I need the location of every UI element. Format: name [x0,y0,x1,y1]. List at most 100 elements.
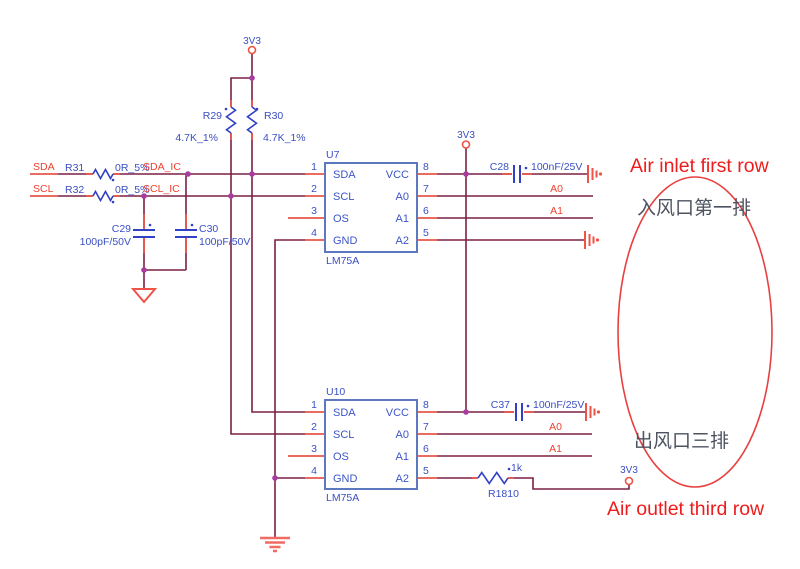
capacitor-ref: C28 [490,161,509,173]
pin-number-3: 3 [311,205,317,217]
net-label-a1-u7: A1 [550,205,563,217]
pin-name-scl: SCL [333,429,354,441]
power-3v3-bottom: 3V3 [620,465,638,486]
net-label-a0-u10: A0 [549,421,562,433]
ground-bars [587,165,598,183]
ground-dot [598,172,603,176]
annotations: Air inlet first row 入风口第一排 出风口三排 Air out… [607,155,773,520]
pin-number-8: 8 [423,399,429,411]
pin-stubs [30,100,534,479]
resistor-ref: R32 [65,184,84,196]
power-label: 3V3 [457,130,475,141]
resistor-value: 0R_5% [115,162,149,174]
capacitor-symbol [513,165,521,183]
pin-number-4: 4 [311,465,317,477]
net-label-a0-u7: A0 [550,183,563,195]
junction-dot [463,171,469,177]
pin-name-a2: A2 [396,235,409,247]
chip-u7: U7 LM75A 1 2 3 4 SDA SCL OS GND 8 7 6 5 … [311,149,429,267]
resistor-symbol [225,106,237,134]
pin-name-os: OS [333,451,349,463]
ground-triangle [130,288,158,304]
resistor-ref: R1810 [488,488,519,500]
ground-right-u7-a2 [584,231,600,249]
power-label: 3V3 [243,36,261,47]
pin-name-vcc: VCC [386,407,409,419]
pin-number-8: 8 [423,161,429,173]
pin-number-4: 4 [311,227,317,239]
pin1-dot [148,223,152,227]
pin-number-7: 7 [423,183,429,195]
capacitor-ref: C37 [491,399,510,411]
pin-number-7: 7 [423,421,429,433]
resistor-value: 4.7K_1% [175,132,218,144]
resistor-symbol [92,189,114,203]
pin1-dot [524,166,528,170]
chip-part: LM75A [326,255,359,267]
net-label-sda-ic: SDA_IC [143,161,181,173]
resistor-r31: R31 0R_5% [65,162,149,182]
net-label-scl: SCL [33,183,54,195]
capacitor-ref: C29 [112,223,131,235]
ground-bars [584,231,595,249]
pin1-dot [526,404,530,408]
annotation-air-outlet-zh: 出风口三排 [634,430,729,452]
capacitor-ref: C30 [199,223,218,235]
resistor-r30: R30 4.7K_1% [246,106,306,144]
power-3v3-mid: 3V3 [457,130,475,149]
pin1-dot [224,107,228,111]
ground-bars [585,403,596,421]
pin-number-6: 6 [423,443,429,455]
pin-number-1: 1 [311,399,317,411]
wire-r30-sda-column [251,53,305,413]
pin-name-scl: SCL [333,191,354,203]
resistor-ref: R29 [203,110,222,122]
pin-number-3: 3 [311,443,317,455]
resistor-value: 4.7K_1% [263,132,306,144]
wire-gnd-column [274,239,305,538]
pin-name-a0: A0 [396,191,409,203]
ground-dot [596,410,601,414]
power-circle [247,45,257,55]
chip-ref: U7 [326,149,340,161]
pin1-dot [190,223,194,227]
net-label-scl-ic: SCL_IC [143,183,180,195]
capacitor-c28: C28 100nF/25V [490,161,582,183]
power-3v3-top: 3V3 [243,36,261,55]
resistor-ref: R30 [264,110,283,122]
resistor-r29: R29 4.7K_1% [175,106,237,144]
pin-name-a1: A1 [396,213,409,225]
resistor-ref: R31 [65,162,84,174]
chip-body [324,162,418,253]
chip-u10: U10 LM75A 1 2 3 4 SDA SCL OS GND 8 7 6 5… [311,386,429,504]
pin-name-a1: A1 [396,451,409,463]
resistor-symbol [246,106,258,134]
pin-name-a0: A0 [396,429,409,441]
junction-dot [141,267,147,273]
pin-number-5: 5 [423,227,429,239]
pin1-dot [111,178,115,182]
pin1-dot [255,107,259,111]
net-label-sda: SDA [33,161,55,173]
annotation-air-inlet-en: Air inlet first row [630,155,770,177]
chip-part: LM75A [326,492,359,504]
resistor-r1810: 1k R1810 [477,462,523,500]
capacitor-value: 100nF/25V [531,161,582,173]
chip-ref: U10 [326,386,345,398]
capacitor-c30: C30 100pF/50V [175,223,250,248]
junction-dot [228,193,234,199]
chip-body [324,399,418,490]
pin-name-sda: SDA [333,169,356,181]
pin-number-1: 1 [311,161,317,173]
pin-number-5: 5 [423,465,429,477]
capacitor-value: 100pF/50V [80,236,131,248]
ground-bars [260,536,290,553]
wire-u10-a2-r1810-3v3 [437,477,630,490]
pin-number-6: 6 [423,205,429,217]
junction-dot [249,171,255,177]
resistor-value: 1k [511,462,523,474]
junction-dot [272,475,278,481]
wires [30,53,630,538]
